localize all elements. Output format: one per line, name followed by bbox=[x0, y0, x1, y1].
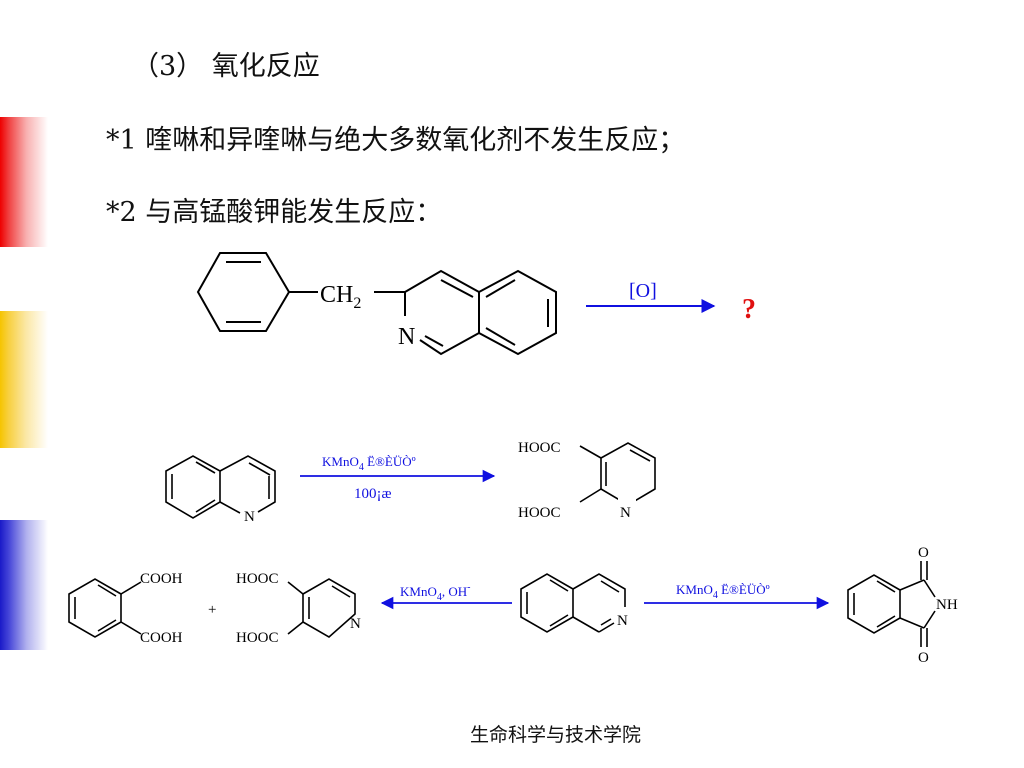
benzyl-isoquinoline-structure bbox=[196, 252, 557, 356]
bullet-2: *2 与高锰酸钾能发生反应： bbox=[106, 197, 443, 228]
unknown-product-mark: ? bbox=[742, 294, 756, 325]
quinoline-n-label: N bbox=[244, 509, 255, 525]
kmno4-aqueous-label-2: KMnO4 Ë®ÈÜÒº bbox=[676, 582, 770, 601]
red-accent-bar bbox=[0, 117, 48, 247]
pyridine-hooc-bottom: HOOC bbox=[236, 630, 279, 646]
footer-institution: 生命科学与技术学院 bbox=[470, 724, 642, 746]
phthalic-acid-structure bbox=[68, 578, 142, 638]
imide-oxygen-bottom: O bbox=[918, 650, 929, 666]
section-heading: （3） 氧化反应 bbox=[132, 51, 320, 82]
imide-nh-label: NH bbox=[936, 597, 958, 613]
blue-accent-bar bbox=[0, 520, 48, 650]
phthalimide-structure bbox=[847, 561, 936, 647]
isoquinoline-structure bbox=[520, 573, 626, 633]
imide-oxygen-top: O bbox=[918, 545, 929, 561]
pyridine-hooc-top: HOOC bbox=[236, 571, 279, 587]
hooc-bottom-label: HOOC bbox=[518, 505, 561, 521]
bullet-1: *1 喹啉和异喹啉与绝大多数氧化剂不发生反应； bbox=[106, 125, 686, 156]
temperature-label: 100¡æ bbox=[354, 486, 392, 502]
cinchomeronic-acid-structure bbox=[287, 578, 356, 638]
pyridine-dicarboxylic-acid-structure bbox=[579, 442, 656, 506]
yellow-accent-bar bbox=[0, 311, 48, 448]
n-mask bbox=[618, 496, 636, 514]
kmno4-oh-label: KMnO4, OH- bbox=[400, 582, 470, 603]
pyridine-n-label: N bbox=[620, 505, 631, 521]
nitrogen-label: N bbox=[398, 324, 415, 350]
hooc-top-label: HOOC bbox=[518, 440, 561, 456]
isoquinoline-n-label: N bbox=[617, 613, 628, 629]
plus-sign: + bbox=[208, 602, 216, 618]
phthalic-cooh-bottom: COOH bbox=[140, 630, 183, 646]
phthalic-cooh-top: COOH bbox=[140, 571, 183, 587]
kmno4-aqueous-label: KMnO4 Ë®ÈÜÒº bbox=[322, 454, 416, 473]
oxidant-label: [O] bbox=[629, 280, 657, 302]
ch2-label: CH2 bbox=[320, 282, 361, 312]
quinoline-structure bbox=[165, 455, 276, 519]
pyridine-n-label-2: N bbox=[350, 616, 361, 632]
